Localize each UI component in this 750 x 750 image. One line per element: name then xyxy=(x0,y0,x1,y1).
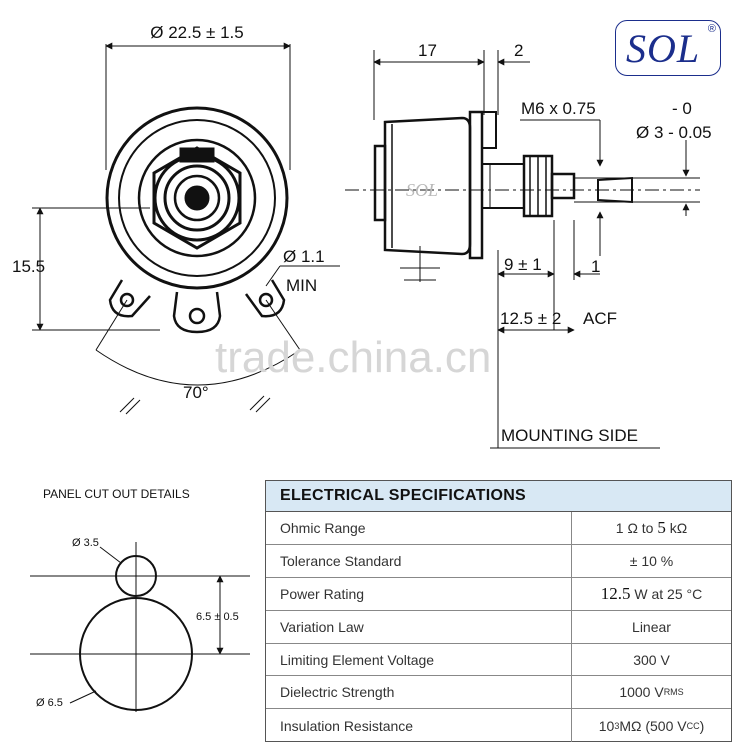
angle-label: 70° xyxy=(183,383,209,402)
small-hole-label: Ø 3.5 xyxy=(72,537,99,549)
spec-value: ± 10 % xyxy=(629,552,674,569)
spacing-label: 6.5 ± 0.5 xyxy=(196,611,239,623)
spec-label: Ohmic Range xyxy=(266,512,572,544)
bushing-end-label: 1 xyxy=(591,257,600,276)
spec-value: 12.5 W at 25 °C xyxy=(572,578,731,610)
power-unit: W at 25 °C xyxy=(634,585,703,602)
flange-label: 2 xyxy=(514,41,523,60)
insulation-sub: CC xyxy=(686,720,700,731)
insulation-close: ) xyxy=(699,717,705,734)
power-value: 12.5 xyxy=(600,583,631,603)
site-watermark: trade.china.cn xyxy=(215,333,491,382)
panel-cutout-title: PANEL CUT OUT DETAILS xyxy=(43,487,190,501)
sol-logo: SOL ® xyxy=(615,20,721,76)
large-hole-label: Ø 6.5 xyxy=(36,697,63,709)
ohmic-from: 1 Ω to xyxy=(615,519,654,536)
front-view xyxy=(32,42,340,415)
spec-table-title: ELECTRICAL SPECIFICATIONS xyxy=(266,481,731,512)
spec-label: Variation Law xyxy=(266,610,572,643)
logo-text: SOL xyxy=(626,26,701,71)
pin-diameter-label: Ø 1.1 xyxy=(283,247,325,266)
spec-value: 300 V xyxy=(633,651,670,668)
registered-mark: ® xyxy=(707,23,716,35)
spec-row: Power Rating 12.5 W at 25 °C xyxy=(266,577,731,611)
ohmic-unit: kΩ xyxy=(669,519,688,536)
ohmic-max: 5 xyxy=(657,517,666,537)
insulation-base: 10 xyxy=(598,717,615,734)
mounting-side-label: MOUNTING SIDE xyxy=(501,426,638,445)
spec-label: Power Rating xyxy=(266,577,572,610)
spec-label: Dielectric Strength xyxy=(266,676,572,709)
spec-row: Tolerance Standard ± 10 % xyxy=(266,544,731,578)
spec-label: Tolerance Standard xyxy=(266,544,572,577)
insulation-exp: 3 xyxy=(614,720,620,731)
spec-label: Insulation Resistance xyxy=(266,709,572,743)
body-watermark: SOL xyxy=(406,180,438,200)
body-diameter-label: Ø 22.5 ± 1.5 xyxy=(150,23,243,42)
spec-label: Limiting Element Voltage xyxy=(266,643,572,676)
thread-label: M6 x 0.75 xyxy=(521,99,596,118)
tolerance-label: - 0 xyxy=(672,99,692,118)
acf-label: ACF xyxy=(583,309,617,328)
side-view xyxy=(345,50,700,449)
body-length-label: 17 xyxy=(418,41,437,60)
height-label: 15.5 xyxy=(12,257,45,276)
pin-min-label: MIN xyxy=(286,276,317,295)
spec-value: Linear xyxy=(632,618,671,635)
spec-row: Variation Law Linear xyxy=(266,610,731,644)
panel-cutout-drawing xyxy=(30,542,250,712)
dielectric-value: 1000 V xyxy=(619,684,664,701)
spec-value: 1 Ω to 5 kΩ xyxy=(572,512,731,544)
insulation-unit: MΩ (500 V xyxy=(619,717,687,734)
bushing-label: 9 ± 1 xyxy=(504,255,542,274)
dielectric-sub: RMS xyxy=(663,687,684,698)
spec-row: Ohmic Range 1 Ω to 5 kΩ xyxy=(266,512,731,545)
electrical-specifications-table: ELECTRICAL SPECIFICATIONS Ohmic Range 1 … xyxy=(265,480,732,743)
shaft-diameter-label: Ø 3 - 0.05 xyxy=(636,123,712,142)
shaft-length-label: 12.5 ± 2 xyxy=(500,309,561,328)
spec-row: Limiting Element Voltage 300 V xyxy=(266,643,731,677)
